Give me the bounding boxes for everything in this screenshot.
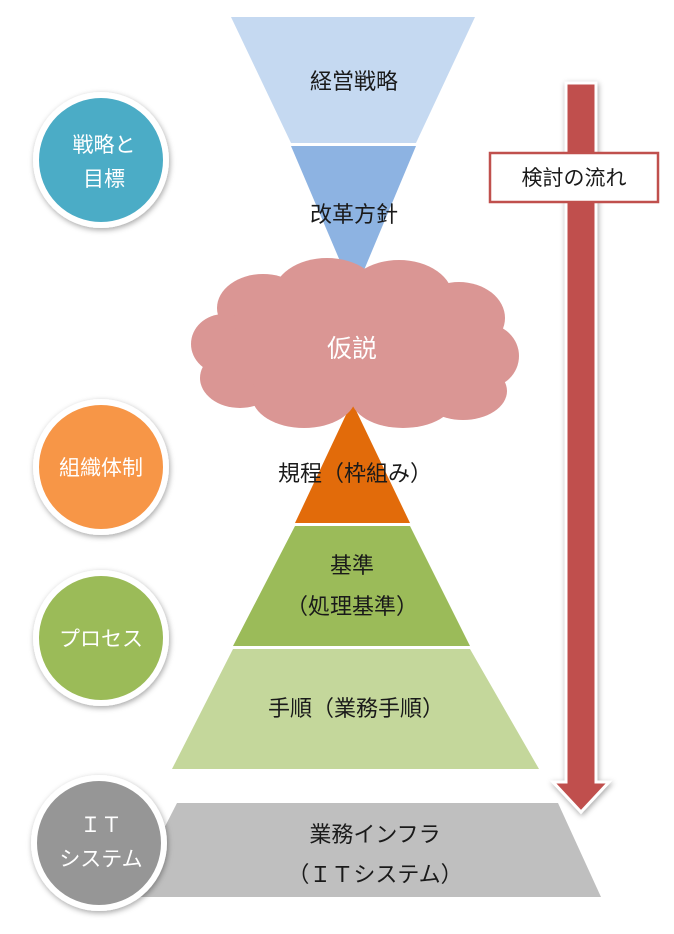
strategy-layer: 経営戦略 (231, 17, 475, 143)
reform-shape (291, 146, 416, 294)
standards-label-line2: （処理基準） (286, 595, 418, 620)
category-organization-label: 組織体制 (59, 456, 143, 480)
flow-label-frame (488, 151, 660, 204)
standards-layer: 基準 （処理基準） (233, 526, 470, 646)
category-organization: 組織体制 (33, 399, 169, 535)
category-process-label: プロセス (59, 627, 143, 651)
category-strategy-goals-line1: 戦略と (73, 133, 136, 157)
category-it-system-line2: システム (59, 847, 142, 871)
standards-shape (233, 526, 470, 646)
infra-shape (129, 803, 601, 897)
category-it-system-line1: ＩＴ (80, 813, 122, 837)
infra-label-line1: 業務インフラ (309, 823, 440, 848)
procedures-shape (172, 649, 539, 769)
flow-label: 検討の流れ (522, 166, 627, 190)
standards-label-line1: 基準 (330, 554, 374, 579)
reform-layer: 改革方針 (291, 146, 416, 294)
category-process: プロセス (33, 570, 169, 706)
infra-label-line2: （ＩＴシステム） (287, 863, 462, 888)
hypothesis-label: 仮説 (327, 334, 377, 363)
infra-layer: 業務インフラ （ＩＴシステム） (129, 803, 601, 897)
category-it-system: ＩＴ システム (31, 775, 167, 911)
category-strategy-goals-circle (33, 92, 169, 228)
reform-label: 改革方針 (310, 203, 398, 228)
category-it-system-circle (31, 775, 167, 911)
category-process-circle (33, 570, 169, 706)
category-strategy-goals: 戦略と 目標 (33, 92, 169, 228)
hypothesis-cloud: 仮説 (191, 258, 519, 428)
strategy-label: 経営戦略 (310, 70, 398, 95)
category-organization-circle (33, 399, 169, 535)
rules-layer (295, 402, 410, 523)
flow-label-box: 検討の流れ (488, 151, 660, 204)
procedures-layer: 手順（業務手順） (172, 649, 539, 769)
category-strategy-goals-line2: 目標 (83, 167, 125, 191)
strategy-shape (231, 17, 475, 143)
procedures-label: 手順（業務手順） (268, 697, 444, 722)
rules-shape (295, 402, 410, 523)
rules-label: 規程（枠組み） (278, 462, 432, 487)
